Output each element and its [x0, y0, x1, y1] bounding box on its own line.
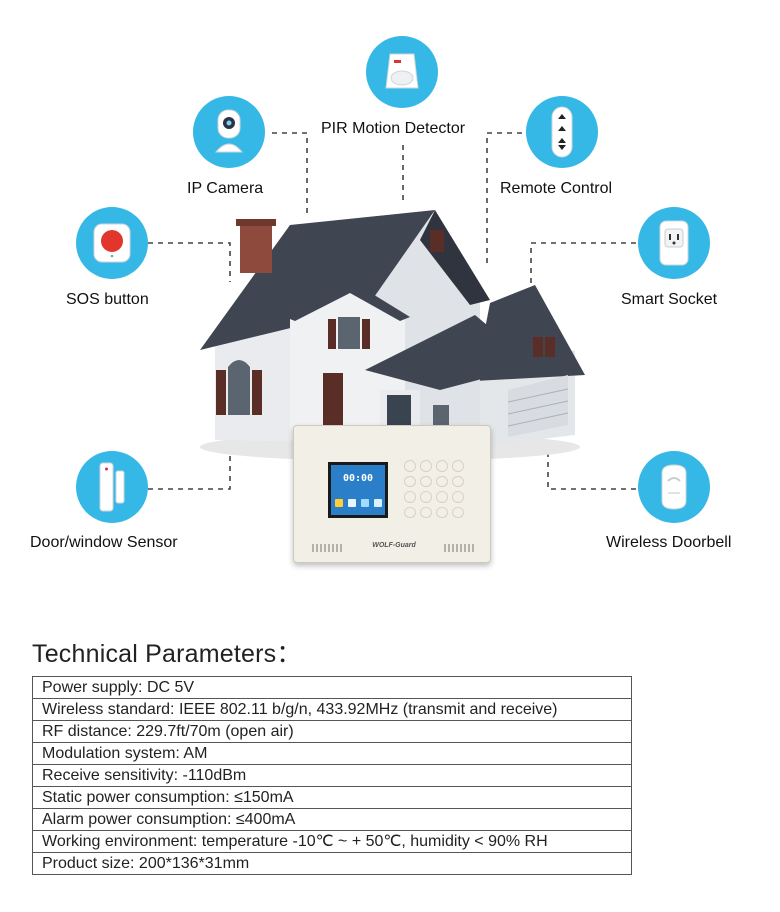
pir-sensor-icon [385, 53, 419, 89]
table-row: RF distance: 229.7ft/70m (open air) [32, 720, 632, 743]
sos-button-icon [93, 223, 131, 263]
table-row: Receive sensitivity: -110dBm [32, 764, 632, 787]
socket-device [638, 207, 710, 279]
doorbell-device [638, 451, 710, 523]
param-cell: Power supply: DC 5V [32, 676, 632, 699]
door-device [76, 451, 148, 523]
panel-screen-time: 00:00 [342, 473, 374, 484]
smart-socket-icon [659, 220, 689, 266]
sos-label: SOS button [66, 291, 149, 308]
tech-params-table: Power supply: DC 5V Wireless standard: I… [32, 676, 632, 875]
table-row: Alarm power consumption: ≤400mA [32, 808, 632, 831]
panel-speaker-left [312, 544, 342, 552]
panel-keypad [404, 460, 464, 518]
table-row: Product size: 200*136*31mm [32, 852, 632, 875]
table-row: Power supply: DC 5V [32, 676, 632, 699]
camera-label: IP Camera [187, 180, 264, 197]
remote-label: Remote Control [500, 180, 613, 197]
socket-label: Smart Socket [621, 291, 718, 308]
door-sensor-icon [99, 462, 125, 512]
remote-device [526, 96, 598, 168]
param-cell: Wireless standard: IEEE 802.11 b/g/n, 43… [32, 698, 632, 721]
param-cell: Receive sensitivity: -110dBm [32, 764, 632, 787]
param-cell: Modulation system: AM [32, 742, 632, 765]
ip-camera-icon [214, 109, 244, 153]
tech-title: Technical Parameters： [32, 640, 302, 668]
panel-screen: 00:00 [328, 462, 388, 518]
pir-device [366, 36, 438, 108]
param-cell: Static power consumption: ≤150mA [32, 786, 632, 809]
panel-speaker-right [444, 544, 474, 552]
param-cell: Working environment: temperature -10℃ ~ … [32, 830, 632, 853]
doorbell-label: Wireless Doorbell [606, 534, 732, 551]
param-cell: Product size: 200*136*31mm [32, 852, 632, 875]
alarm-panel: 00:00 WOLF-Guard [293, 425, 491, 563]
table-row: Working environment: temperature -10℃ ~ … [32, 830, 632, 853]
door-label: Door/window Sensor [30, 534, 178, 551]
wireless-doorbell-icon [661, 464, 687, 510]
param-cell: Alarm power consumption: ≤400mA [32, 808, 632, 831]
table-row: Modulation system: AM [32, 742, 632, 765]
table-row: Static power consumption: ≤150mA [32, 786, 632, 809]
camera-device [193, 96, 265, 168]
panel-brand: WOLF-Guard [372, 542, 416, 549]
pir-label: PIR Motion Detector [321, 120, 466, 137]
remote-control-icon [551, 106, 573, 158]
table-row: Wireless standard: IEEE 802.11 b/g/n, 43… [32, 698, 632, 721]
sos-device [76, 207, 148, 279]
param-cell: RF distance: 229.7ft/70m (open air) [32, 720, 632, 743]
